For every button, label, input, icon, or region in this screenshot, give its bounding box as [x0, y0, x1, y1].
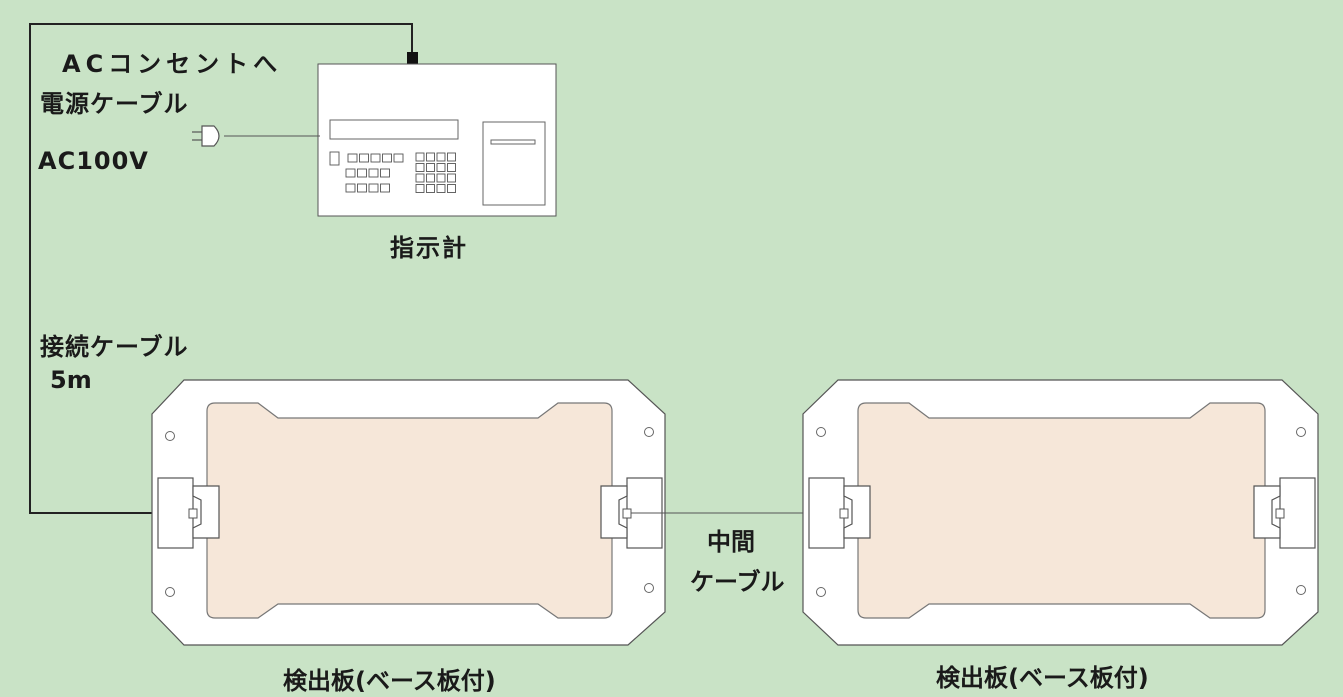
keypad-key: [380, 168, 390, 178]
keypad-key: [345, 168, 356, 178]
detector-left-label: 検出板(ベース板付): [283, 667, 496, 695]
detector-pad-right: [857, 402, 1266, 619]
keypad-key: [359, 153, 369, 163]
connector-right-outer: [1253, 477, 1316, 549]
keypad-key: [357, 183, 367, 193]
keypad-key: [426, 152, 435, 162]
indicator-printer: [482, 121, 546, 206]
keypad-key: [447, 163, 456, 172]
keypad-key: [447, 152, 456, 162]
keypad-key: [436, 184, 446, 193]
ac-outlet-label: ACコンセントへ: [62, 50, 283, 78]
indicator-display: [329, 119, 459, 140]
middle-cable-label-line1: 中間: [707, 528, 755, 556]
indicator-label: 指示計: [390, 234, 468, 262]
keypad-key: [415, 163, 425, 172]
keypad-key: [426, 173, 435, 183]
detector-pad-left: [206, 402, 613, 619]
printer-slot: [490, 139, 536, 145]
keypad-key: [447, 173, 456, 183]
connection-cable-line: [29, 23, 413, 514]
connector-left-outer: [157, 477, 220, 549]
connector-right-inner: [808, 477, 871, 549]
indicator-keypad: [329, 151, 456, 193]
power-plug: [192, 125, 220, 147]
power-cable-label: 電源ケーブル: [40, 90, 189, 118]
keypad-key: [368, 168, 379, 178]
keypad-key: [393, 153, 404, 163]
detector-plate-left: [151, 379, 666, 646]
keypad-key: [436, 152, 446, 162]
keypad-key: [368, 183, 379, 193]
cable-connector-top: [407, 52, 418, 64]
keypad-key: [347, 153, 358, 163]
keypad-key: [357, 168, 367, 178]
keypad-key: [345, 183, 356, 193]
keypad-key: [380, 183, 390, 193]
keypad-key: [415, 184, 425, 193]
keypad-key: [436, 163, 446, 172]
keypad-key: [447, 184, 456, 193]
detector-right-label: 検出板(ベース板付): [936, 664, 1149, 692]
indicator-power-switch: [329, 151, 340, 166]
keypad-key: [370, 153, 381, 163]
keypad-key: [382, 153, 392, 163]
middle-cable-label-line2: ケーブル: [690, 568, 785, 596]
keypad-key: [436, 173, 446, 183]
keypad-key: [426, 184, 435, 193]
detector-plate-right: [802, 379, 1319, 646]
indicator-unit: [317, 63, 557, 217]
voltage-label: AC100V: [38, 147, 149, 175]
keypad-key: [426, 163, 435, 172]
keypad-key: [415, 152, 425, 162]
keypad-key: [415, 173, 425, 183]
connection-cable-label: 接続ケーブル: [40, 333, 189, 361]
cable-length-label: 5m: [50, 366, 92, 394]
